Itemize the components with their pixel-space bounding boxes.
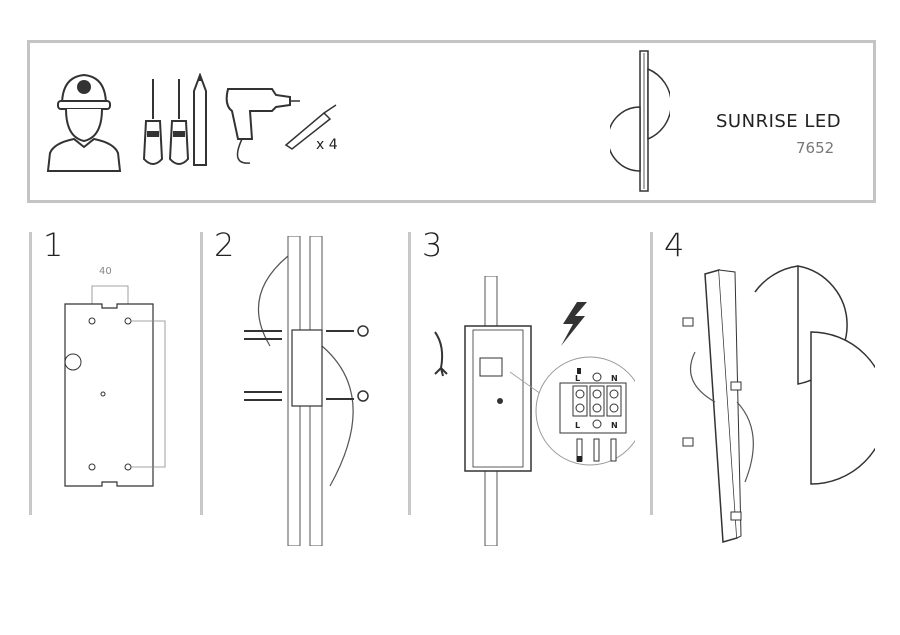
terminal-label-live: L <box>575 421 580 430</box>
step-divider <box>408 232 411 515</box>
step-divider <box>200 232 203 515</box>
lightning-icon <box>561 302 587 346</box>
screw-count: x 4 <box>316 137 338 153</box>
dimension-width: 40 <box>99 266 112 277</box>
product-illustration <box>610 50 670 192</box>
step-number: 1 <box>43 226 64 264</box>
electrician-icon <box>46 73 122 172</box>
step-number: 4 <box>664 226 685 264</box>
drill-icon <box>225 88 300 164</box>
header-panel: x 4 SUNRISE LED 7652 <box>27 40 876 203</box>
assembly-diagram <box>682 265 875 543</box>
screwdriver-icon <box>168 79 190 165</box>
step-divider <box>650 232 653 515</box>
terminal-label-neutral: N <box>611 374 618 383</box>
pencil-icon <box>193 73 207 166</box>
dimension-height: 120 <box>174 389 175 408</box>
terminal-label-live: L <box>575 374 580 383</box>
step-number: 2 <box>214 226 235 264</box>
wiring-diagram: L N L N <box>434 276 635 546</box>
step-divider <box>29 232 32 515</box>
earth-icon <box>592 372 602 382</box>
product-name: SUNRISE LED <box>716 111 842 132</box>
terminal-label-neutral: N <box>611 421 618 430</box>
step-number: 3 <box>422 226 443 264</box>
screwdriver-icon <box>142 79 164 165</box>
wall-mount-diagram <box>244 236 369 546</box>
mounting-plate-diagram: 40 120 <box>64 266 175 487</box>
earth-icon <box>592 419 602 429</box>
model-number: 7652 <box>796 139 835 157</box>
wall-plug-icon <box>284 104 337 150</box>
